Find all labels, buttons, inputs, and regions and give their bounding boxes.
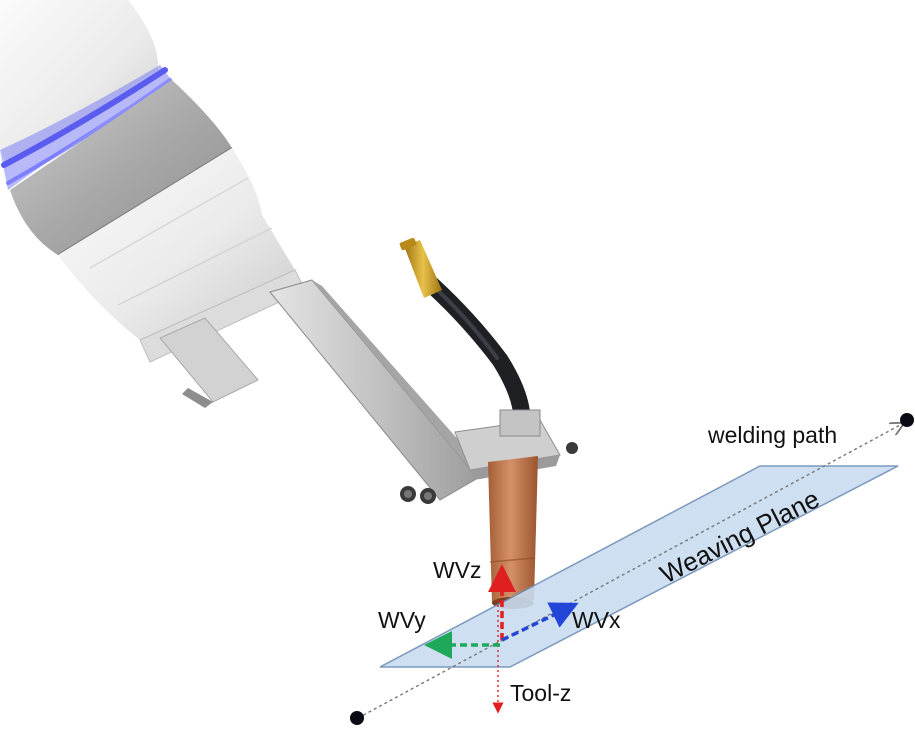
wvx-axis xyxy=(501,602,579,642)
tool-z-label: Tool-z xyxy=(510,680,571,706)
path-start-point xyxy=(350,711,364,725)
path-end-point xyxy=(900,413,914,427)
wvx-label: WVx xyxy=(572,607,621,633)
wvy-label: WVy xyxy=(378,607,426,633)
welding-path-label: welding path xyxy=(707,422,837,448)
welding-torch-illustration xyxy=(399,237,578,609)
robot-arm-illustration xyxy=(0,0,485,504)
wvz-label: WVz xyxy=(433,557,482,583)
welding-path-line xyxy=(357,424,902,719)
